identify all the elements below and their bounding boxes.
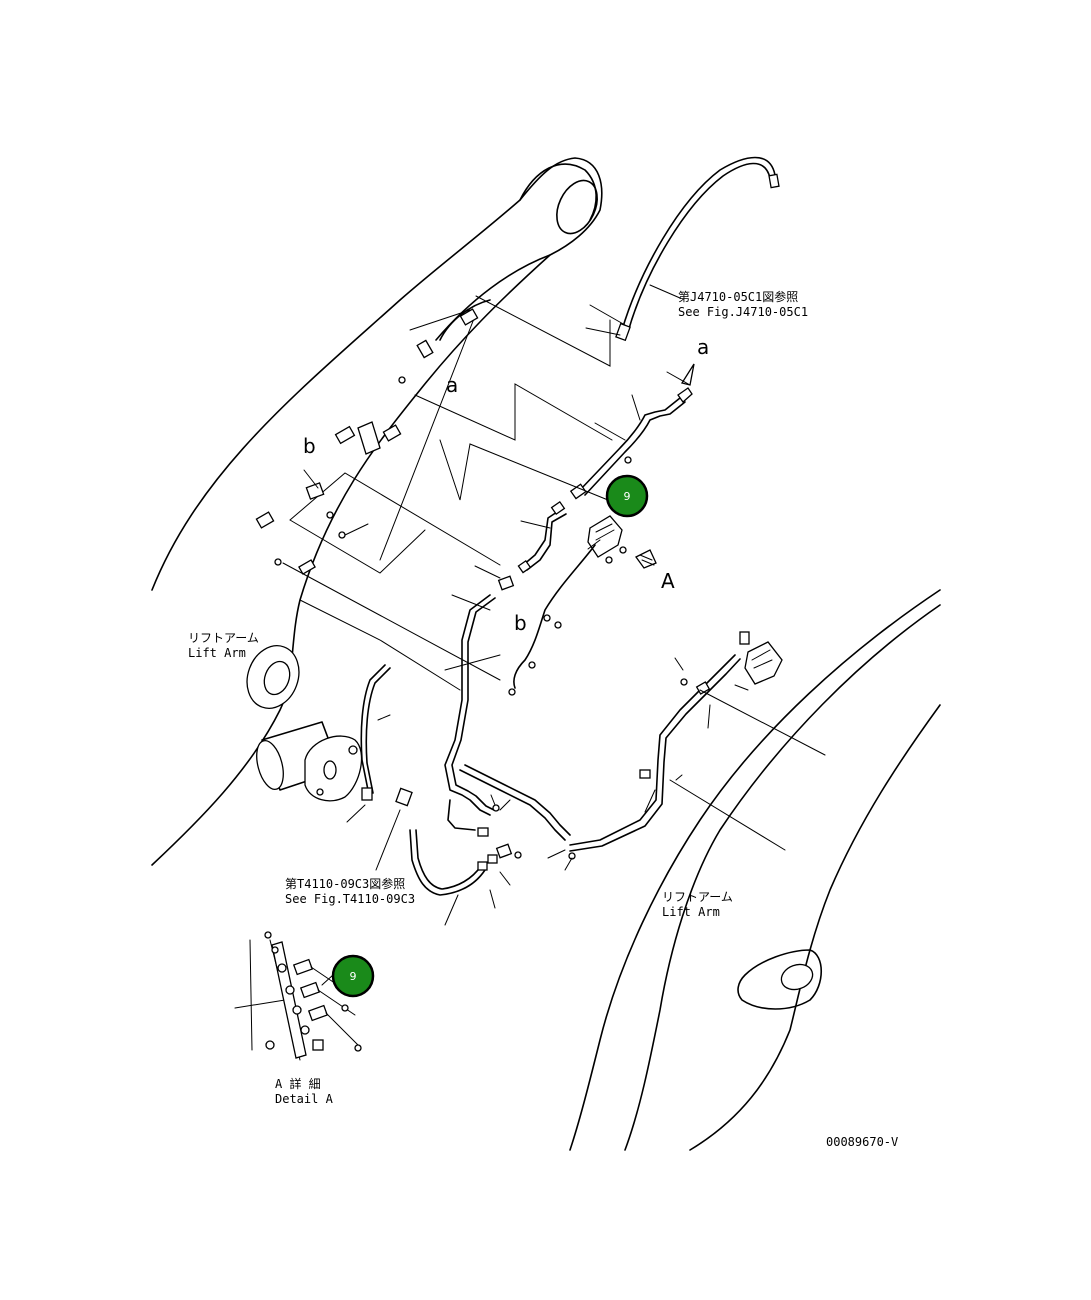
harness-center <box>444 544 596 841</box>
upper-tube <box>579 363 695 496</box>
badge-detail[interactable]: 9 <box>331 954 375 998</box>
right-manifold <box>739 631 783 685</box>
callout-A: A <box>661 569 675 593</box>
lift-arm-right-ja: リフトアーム <box>662 890 733 904</box>
badge-top-label: 9 <box>624 490 631 503</box>
lift-arm-left <box>151 157 603 866</box>
detail-A-drawing <box>234 931 362 1061</box>
lift-arm-boss <box>246 645 300 709</box>
callout-a-mid: a <box>446 373 458 397</box>
ref-t4110-en: See Fig.T4110-09C3 <box>285 892 415 906</box>
lift-arm-left-en: Lift Arm <box>188 646 246 660</box>
badge-top-circle <box>605 474 649 518</box>
lift-arm-left-ja: リフトアーム <box>188 631 259 645</box>
ref-j4710-ja: 第J4710-05C1図参照 <box>678 289 798 304</box>
drawing-number: 00089670-V <box>826 1135 898 1149</box>
lower-hose <box>360 664 498 896</box>
leader-lines <box>303 284 749 926</box>
middle-tubes <box>517 483 587 574</box>
detail-title-en: Detail A <box>275 1092 334 1106</box>
lift-arm-right-en: Lift Arm <box>662 905 720 919</box>
manifold-block <box>587 515 627 564</box>
badge-top[interactable]: 9 <box>605 474 649 518</box>
ref-j4710-en: See Fig.J4710-05C1 <box>678 305 808 319</box>
badge-detail-circle <box>331 954 375 998</box>
badge-detail-label: 9 <box>350 970 357 983</box>
view-arrow-A <box>635 549 657 569</box>
callout-b-left: b <box>303 434 316 458</box>
lift-arm-right <box>569 589 941 1151</box>
ref-t4110-ja: 第T4110-09C3図参照 <box>285 876 405 891</box>
lift-arm-pin <box>256 721 363 802</box>
small-parts <box>255 308 688 860</box>
right-tube <box>569 654 741 852</box>
detail-title-ja: A 詳 細 <box>275 1076 321 1091</box>
upper-hose <box>615 156 780 342</box>
guide-lines <box>282 295 826 851</box>
callout-b-mid: b <box>514 611 527 635</box>
callout-a-top: a <box>697 335 709 359</box>
